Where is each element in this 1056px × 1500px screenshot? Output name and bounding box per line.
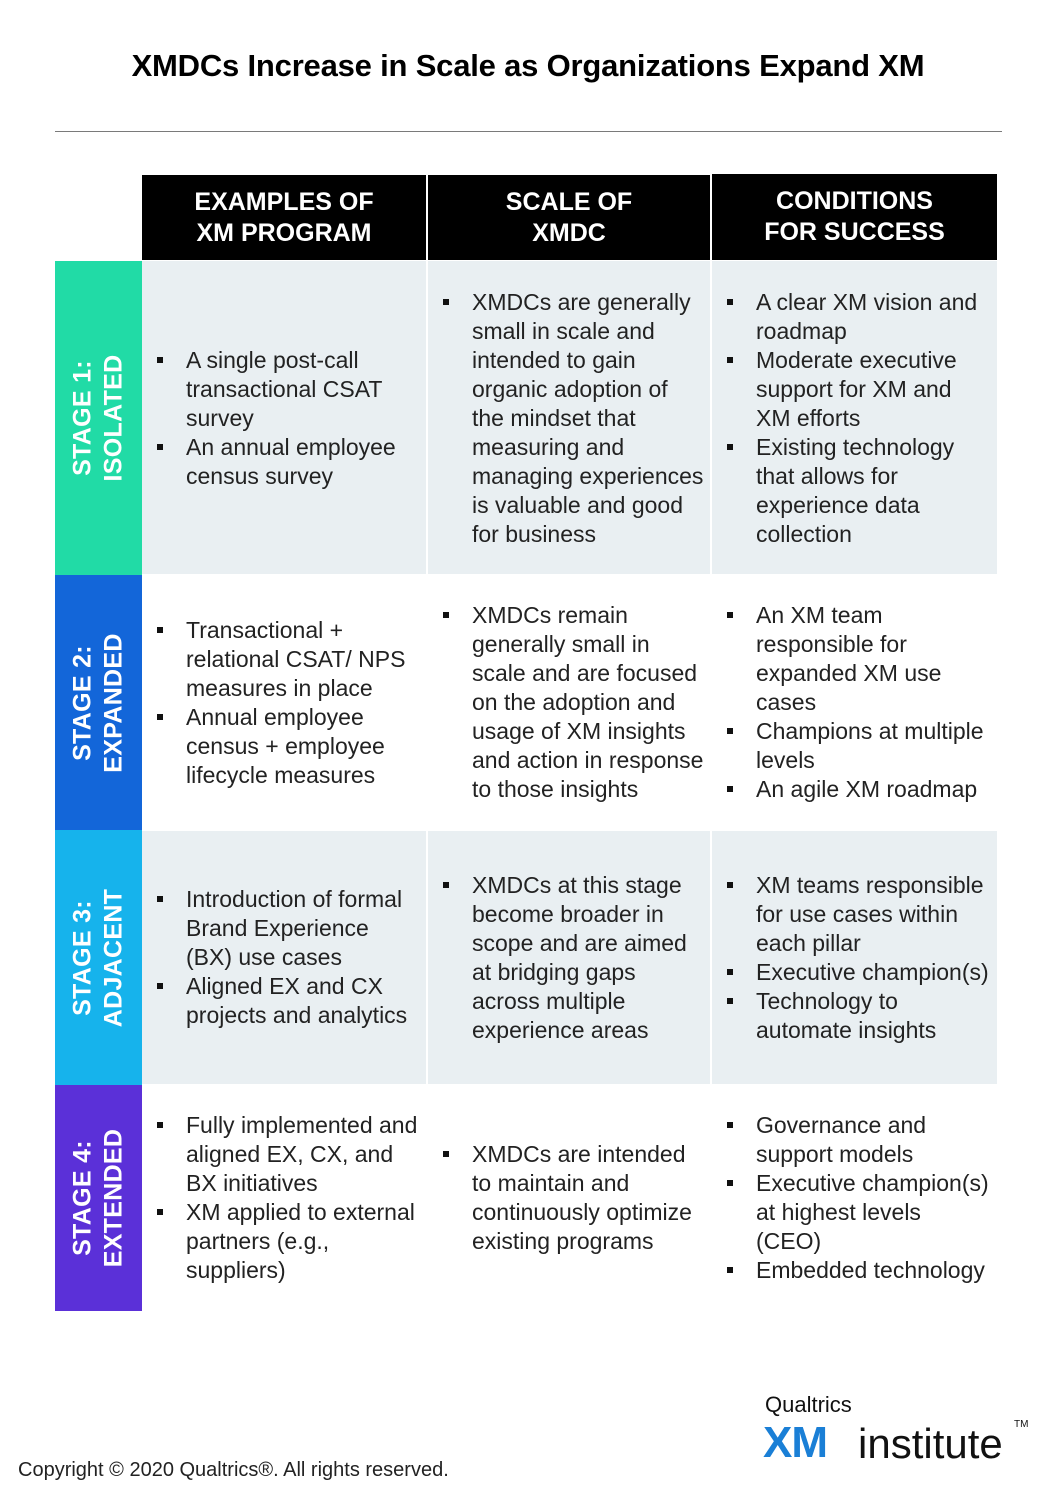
list-item: Annual employee census + employee lifecy…	[154, 703, 420, 790]
bullet-list: Fully implemented and aligned EX, CX, an…	[154, 1111, 420, 1285]
stage-2-conditions-cell: An XM team responsible for expanded XM u…	[712, 575, 997, 830]
list-item: Moderate executive support for XM and XM…	[724, 346, 991, 433]
logo-xm: XM	[763, 1418, 828, 1467]
list-item: Executive champion(s) at highest levels …	[724, 1169, 991, 1256]
list-item: An XM team responsible for expanded XM u…	[724, 601, 991, 717]
bullet-list: Transactional + relational CSAT/ NPS mea…	[154, 616, 420, 790]
list-item: Executive champion(s)	[724, 958, 991, 987]
list-item: Embedded technology	[724, 1256, 991, 1285]
list-item: XMDCs remain generally small in scale an…	[440, 601, 704, 804]
stage-label-1: STAGE 1: ISOLATED	[55, 261, 142, 575]
title-divider	[55, 131, 1002, 132]
list-item: Governance and support models	[724, 1111, 991, 1169]
list-item: Champions at multiple levels	[724, 717, 991, 775]
list-item: XMDCs are intended to maintain and conti…	[440, 1140, 704, 1256]
row-divider	[142, 574, 997, 576]
stage-3-conditions-cell: XM teams responsible for use cases withi…	[712, 830, 997, 1085]
bullet-list: XMDCs are intended to maintain and conti…	[440, 1140, 704, 1256]
stage-3-examples-cell: Introduction of formal Brand Experience …	[142, 830, 426, 1085]
bullet-list: XMDCs are generally small in scale and i…	[440, 288, 704, 549]
header-conditions: CONDITIONS FOR SUCCESS	[712, 174, 997, 260]
stage-1-scale-cell: XMDCs are generally small in scale and i…	[428, 261, 710, 575]
bullet-list: XMDCs at this stage become broader in sc…	[440, 871, 704, 1045]
bullet-list: XMDCs remain generally small in scale an…	[440, 601, 704, 804]
header-scale: SCALE OF XMDC	[428, 175, 710, 260]
stage-4-examples-cell: Fully implemented and aligned EX, CX, an…	[142, 1085, 426, 1311]
header-examples: EXAMPLES OF XM PROGRAM	[142, 175, 426, 260]
stage-label-text: STAGE 2: EXPANDED	[68, 632, 128, 773]
list-item: Fully implemented and aligned EX, CX, an…	[154, 1111, 420, 1198]
copyright-text: Copyright © 2020 Qualtrics®. All rights …	[18, 1459, 449, 1481]
row-divider	[142, 1084, 997, 1086]
list-item: XMDCs at this stage become broader in sc…	[440, 871, 704, 1045]
bullet-list: A single post-call transactional CSAT su…	[154, 346, 420, 491]
list-item: A clear XM vision and roadmap	[724, 288, 991, 346]
list-item: XM applied to external partners (e.g., s…	[154, 1198, 420, 1285]
stage-2-examples-cell: Transactional + relational CSAT/ NPS mea…	[142, 575, 426, 830]
stage-3-scale-cell: XMDCs at this stage become broader in sc…	[428, 830, 710, 1085]
list-item: XM teams responsible for use cases withi…	[724, 871, 991, 958]
stage-2-scale-cell: XMDCs remain generally small in scale an…	[428, 575, 710, 830]
stage-label-text: STAGE 1: ISOLATED	[68, 354, 128, 482]
stage-label-4: STAGE 4: EXTENDED	[55, 1085, 142, 1311]
list-item: Technology to automate insights	[724, 987, 991, 1045]
stage-label-2: STAGE 2: EXPANDED	[55, 575, 142, 830]
stage-4-scale-cell: XMDCs are intended to maintain and conti…	[428, 1085, 710, 1311]
list-item: Existing technology that allows for expe…	[724, 433, 991, 549]
bullet-list: Introduction of formal Brand Experience …	[154, 885, 420, 1030]
list-item: Aligned EX and CX projects and analytics	[154, 972, 420, 1030]
list-item: An annual employee census survey	[154, 433, 420, 491]
logo-institute: institute	[858, 1420, 1003, 1467]
logo-company: Qualtrics	[765, 1392, 852, 1417]
stage-label-3: STAGE 3: ADJACENT	[55, 830, 142, 1085]
list-item: Transactional + relational CSAT/ NPS mea…	[154, 616, 420, 703]
list-item: XMDCs are generally small in scale and i…	[440, 288, 704, 549]
bullet-list: An XM team responsible for expanded XM u…	[724, 601, 991, 804]
page-title: XMDCs Increase in Scale as Organizations…	[131, 48, 925, 83]
stage-label-text: STAGE 3: ADJACENT	[68, 888, 128, 1027]
stage-1-examples-cell: A single post-call transactional CSAT su…	[142, 261, 426, 575]
logo-trademark: TM	[1014, 1419, 1029, 1430]
qualtrics-xm-institute-logo: Qualtrics XM institute TM	[763, 1392, 1033, 1472]
list-item: An agile XM roadmap	[724, 775, 991, 804]
bullet-list: XM teams responsible for use cases withi…	[724, 871, 991, 1045]
row-divider	[142, 829, 997, 831]
stage-label-text: STAGE 4: EXTENDED	[68, 1128, 128, 1268]
list-item: A single post-call transactional CSAT su…	[154, 346, 420, 433]
list-item: Introduction of formal Brand Experience …	[154, 885, 420, 972]
